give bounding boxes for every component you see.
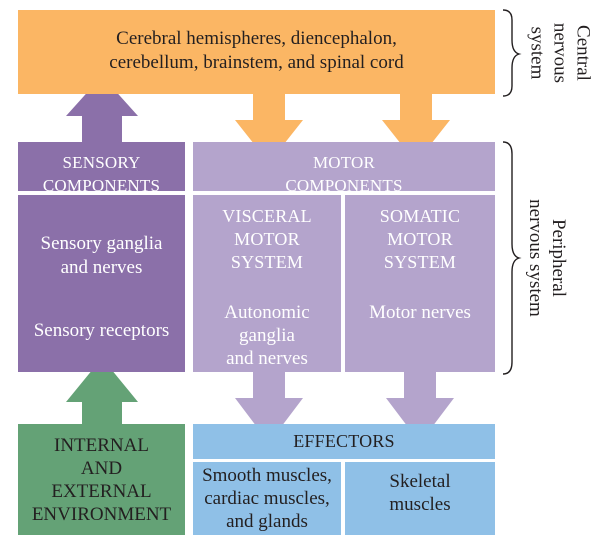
smooth-line-2: cardiac muscles, bbox=[204, 488, 330, 509]
sensory-components-header: SENSORY COMPONENTS bbox=[18, 142, 185, 195]
skeletal-muscles-box: Skeletal muscles bbox=[345, 462, 495, 535]
cns-brace bbox=[502, 9, 522, 97]
somatic-title-line-1: SOMATIC bbox=[379, 206, 461, 226]
cns-side-line-3: system bbox=[526, 26, 548, 80]
visceral-body-line-1: Autonomic bbox=[224, 302, 310, 323]
cns-line-2: cerebellum, brainstem, and spinal cord bbox=[109, 52, 404, 73]
environment-box: INTERNAL AND EXTERNAL ENVIRONMENT bbox=[18, 424, 185, 535]
visceral-body-line-2: ganglia bbox=[239, 325, 295, 346]
sensory-header-line-2: COMPONENTS bbox=[42, 176, 161, 195]
smooth-line-3: and glands bbox=[226, 511, 308, 532]
environment-line-4: ENVIRONMENT bbox=[31, 504, 172, 525]
visceral-title-line-1: VISCERAL bbox=[222, 206, 312, 226]
environment-line-2: AND bbox=[80, 458, 123, 479]
somatic-title-line-2: MOTOR bbox=[387, 229, 453, 249]
arrow-visceral-to-effectors bbox=[235, 372, 303, 443]
motor-header-line-1: MOTOR bbox=[312, 153, 376, 172]
pns-side-line-2: nervous system bbox=[525, 199, 546, 317]
pns-side-line-1: Peripheral bbox=[548, 218, 569, 298]
smooth-muscles-box: Smooth muscles, cardiac muscles, and gla… bbox=[193, 462, 341, 535]
visceral-motor-system: VISCERAL MOTOR SYSTEM Autonomic ganglia … bbox=[193, 195, 341, 372]
arrow-sensory-to-cns bbox=[66, 76, 138, 142]
cns-box: Cerebral hemispheres, diencephalon, cere… bbox=[18, 10, 495, 94]
sensory-receptors-label: Sensory receptors bbox=[33, 320, 170, 341]
motor-header-line-2: COMPONENTS bbox=[285, 176, 403, 195]
somatic-title-line-3: SYSTEM bbox=[383, 252, 457, 272]
visceral-body-line-3: and nerves bbox=[226, 348, 308, 369]
somatic-body: Motor nerves bbox=[369, 302, 471, 323]
environment-line-1: INTERNAL bbox=[54, 435, 149, 456]
sensory-divider bbox=[18, 191, 185, 195]
effectors-header: EFFECTORS bbox=[193, 424, 495, 459]
visceral-title-line-3: SYSTEM bbox=[230, 252, 304, 272]
cns-side-line-1: Central bbox=[572, 25, 594, 81]
arrow-cns-to-motor-left bbox=[235, 94, 303, 163]
arrow-somatic-to-effectors bbox=[386, 372, 454, 443]
arrow-cns-to-motor-right bbox=[382, 94, 450, 163]
effectors-label: EFFECTORS bbox=[293, 431, 395, 451]
cns-line-1: Cerebral hemispheres, diencephalon, bbox=[116, 28, 397, 49]
sensory-header-line-1: SENSORY bbox=[62, 153, 141, 172]
sensory-ganglia-line-1: Sensory ganglia bbox=[40, 233, 163, 254]
environment-line-3: EXTERNAL bbox=[51, 481, 152, 502]
arrow-environment-to-sensory bbox=[66, 358, 138, 424]
smooth-line-1: Smooth muscles, bbox=[202, 465, 332, 486]
pns-brace bbox=[502, 141, 522, 375]
skeletal-line-2: muscles bbox=[389, 494, 451, 515]
visceral-title-line-2: MOTOR bbox=[234, 229, 300, 249]
somatic-motor-system: SOMATIC MOTOR SYSTEM Motor nerves bbox=[345, 195, 495, 372]
motor-components-header: MOTOR COMPONENTS bbox=[193, 142, 495, 195]
sensory-ganglia-line-2: and nerves bbox=[60, 257, 143, 278]
cns-side-line-2: nervous bbox=[549, 22, 571, 84]
skeletal-line-1: Skeletal bbox=[389, 471, 451, 492]
